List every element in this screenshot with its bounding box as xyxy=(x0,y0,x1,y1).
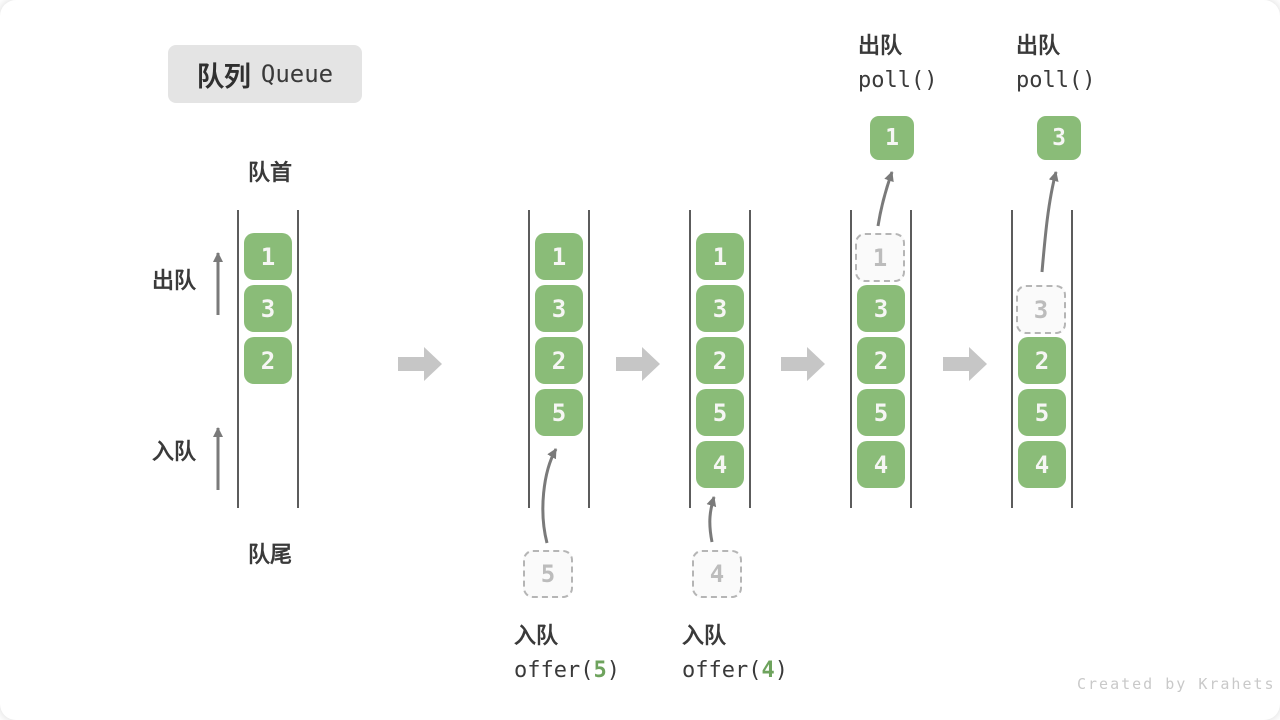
queue-item: 5 xyxy=(696,389,744,436)
queue-wall-right xyxy=(588,210,590,508)
queue-wall-left xyxy=(1011,210,1013,508)
step-arrow-icon xyxy=(398,347,442,381)
queue-item: 4 xyxy=(1018,441,1066,488)
op-offer-zh: 入队 xyxy=(514,623,559,648)
op-offer-post: ) xyxy=(606,658,620,683)
op-label-poll-2: 出队 poll() xyxy=(1016,28,1095,98)
title-en: Queue xyxy=(260,60,334,88)
op-offer-arg: 4 xyxy=(761,658,775,683)
queue-wall-left xyxy=(237,210,239,508)
queue-wall-left xyxy=(528,210,530,508)
queue-item: 1 xyxy=(244,233,292,280)
op-label-offer-4: 入队 offer(4) xyxy=(682,618,788,688)
queue-item: 4 xyxy=(857,441,905,488)
op-label-offer-5: 入队 offer(5) xyxy=(514,618,620,688)
op-label-poll-1: 出队 poll() xyxy=(858,28,937,98)
step-arrow-icon xyxy=(781,347,825,381)
label-queue-rear: 队尾 xyxy=(247,542,292,567)
queue-item: 2 xyxy=(696,337,744,384)
step-arrow-icon xyxy=(616,347,660,381)
label-dequeue: 出队 xyxy=(152,268,197,293)
staged-enqueue-box-4: 4 xyxy=(692,550,742,598)
label-enqueue: 入队 xyxy=(152,439,197,464)
queue-state-after-offer-4: 1 3 2 5 4 xyxy=(689,210,751,508)
queue-item: 3 xyxy=(696,285,744,332)
op-offer-pre: offer( xyxy=(514,658,594,683)
queue-wall-left xyxy=(689,210,691,508)
queue-item: 4 xyxy=(696,441,744,488)
queue-item: 5 xyxy=(535,389,583,436)
op-offer-arg: 5 xyxy=(593,658,607,683)
queue-item: 5 xyxy=(1018,389,1066,436)
queue-item: 3 xyxy=(535,285,583,332)
staged-enqueue-box-5: 5 xyxy=(523,550,573,598)
title-badge: 队列 Queue xyxy=(168,45,362,103)
queue-wall-right xyxy=(910,210,912,508)
queue-state-after-poll-1: 1 3 2 5 4 xyxy=(850,210,912,508)
queue-item: 3 xyxy=(244,285,292,332)
step-arrow-icon xyxy=(943,347,987,381)
queue-item: 3 xyxy=(857,285,905,332)
queue-item: 1 xyxy=(535,233,583,280)
queue-item: 1 xyxy=(696,233,744,280)
queue-state-after-poll-3: 3 2 5 4 xyxy=(1011,210,1073,508)
queue-wall-right xyxy=(297,210,299,508)
op-offer-code: offer(4) xyxy=(682,653,788,688)
queue-wall-left xyxy=(850,210,852,508)
op-poll-code: poll() xyxy=(858,68,938,93)
op-poll-zh: 出队 xyxy=(1016,33,1061,58)
queue-item: 2 xyxy=(857,337,905,384)
op-poll-code: poll() xyxy=(1016,68,1096,93)
polled-value-box-1: 1 xyxy=(870,116,914,160)
queue-item: 5 xyxy=(857,389,905,436)
credit-text: Created by Krahets xyxy=(1077,675,1276,693)
queue-item-removed: 3 xyxy=(1016,285,1066,334)
queue-wall-right xyxy=(1071,210,1073,508)
queue-item-removed: 1 xyxy=(855,233,905,282)
op-offer-zh: 入队 xyxy=(682,623,727,648)
label-queue-front: 队首 xyxy=(247,160,292,185)
op-offer-pre: offer( xyxy=(682,658,762,683)
queue-item: 2 xyxy=(1018,337,1066,384)
title-zh: 队列 xyxy=(196,61,251,92)
queue-wall-right xyxy=(749,210,751,508)
queue-state-after-offer-5: 1 3 2 5 xyxy=(528,210,590,508)
queue-item: 2 xyxy=(535,337,583,384)
op-offer-code: offer(5) xyxy=(514,653,620,688)
polled-value-box-3: 3 xyxy=(1037,116,1081,160)
op-offer-post: ) xyxy=(774,658,788,683)
queue-state-initial: 1 3 2 xyxy=(237,210,299,508)
op-poll-zh: 出队 xyxy=(858,33,903,58)
queue-item: 2 xyxy=(244,337,292,384)
